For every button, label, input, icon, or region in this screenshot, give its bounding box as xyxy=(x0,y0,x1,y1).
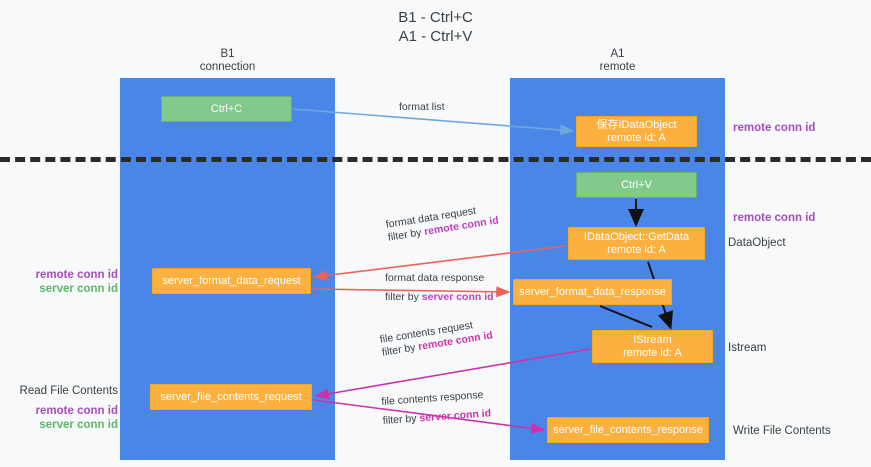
filter-prefix: filter by xyxy=(382,412,420,427)
phase-divider xyxy=(0,157,871,162)
note-read-file-contents: Read File Contents xyxy=(19,385,118,397)
note-read-file-contents-group: Read File Contents remote conn id server… xyxy=(10,384,118,432)
node-save-dataobject-subtext: remote id: A xyxy=(607,131,666,144)
note-remote-conn-id-mid: remote conn id xyxy=(733,212,816,224)
node-file-request-label: server_file_contents_request xyxy=(160,390,302,403)
node-fmt-request-label: server_format_data_request xyxy=(162,274,301,287)
node-ctrl-v[interactable]: Ctrl+V xyxy=(576,172,697,198)
node-ctrl-c[interactable]: Ctrl+C xyxy=(161,96,292,122)
filter-key-server-conn-id: server conn id xyxy=(421,291,494,303)
node-save-dataobject-label: 保存IDataObject xyxy=(596,118,677,131)
node-ctrl-c-label: Ctrl+C xyxy=(210,102,243,115)
node-server-file-contents-request[interactable]: server_file_contents_request xyxy=(150,384,312,410)
edge-label-file-contents-response-line1: file contents response xyxy=(381,388,484,408)
node-istream-label: IStream xyxy=(633,333,672,346)
note-istream: Istream xyxy=(728,342,767,354)
note-conn-ids-left: remote conn id server conn id xyxy=(22,268,118,296)
node-save-dataobject[interactable]: 保存IDataObject remote id: A xyxy=(576,116,697,147)
edge-label-format-data-response-line2: filter by server conn id xyxy=(385,291,494,304)
node-fmt-response-label: server_format_data_response xyxy=(519,285,666,298)
note-remote-conn-id-left: remote conn id xyxy=(35,269,118,281)
node-ctrl-v-label: Ctrl+V xyxy=(621,178,652,191)
edge-label-file-contents-response-line2: filter by server conn id xyxy=(382,407,491,428)
node-server-format-data-request[interactable]: server_format_data_request xyxy=(152,268,311,294)
filter-prefix: filter by xyxy=(385,291,422,303)
node-server-format-data-response[interactable]: server_format_data_response xyxy=(513,279,672,305)
edge-label-format-data-response-line1: format data response xyxy=(385,272,485,284)
node-server-file-contents-response[interactable]: server_file_contents_response xyxy=(547,417,709,443)
filter-key-server-conn-id: server conn id xyxy=(419,407,492,425)
note-remote-conn-id-left-2: remote conn id xyxy=(35,405,118,417)
node-file-response-label: server_file_contents_response xyxy=(553,423,703,436)
note-server-conn-id-left-2: server conn id xyxy=(39,419,118,431)
lane-header-b1: B1 connection xyxy=(199,48,256,73)
note-dataobject: DataObject xyxy=(728,237,786,249)
node-idataobject-getdata[interactable]: IDataObject::GetData remote id: A xyxy=(568,227,705,260)
edge-label-format-data-response: format data response filter by server co… xyxy=(385,272,494,304)
edge-label-format-list: format list xyxy=(399,101,445,113)
node-istream-subtext: remote id: A xyxy=(623,346,682,359)
edge-label-format-data-request: format data request filter by remote con… xyxy=(385,201,500,244)
node-istream[interactable]: IStream remote id: A xyxy=(592,330,713,363)
note-write-file-contents: Write File Contents xyxy=(733,425,831,437)
lane-header-a1: A1 remote xyxy=(599,48,636,73)
edge-label-file-contents-request: file contents request filter by remote c… xyxy=(379,316,494,359)
node-getdata-label: IDataObject::GetData xyxy=(583,230,690,243)
note-remote-conn-id-top: remote conn id xyxy=(733,122,816,134)
note-server-conn-id-left: server conn id xyxy=(39,283,118,295)
node-getdata-subtext: remote id: A xyxy=(607,243,666,256)
page-title: B1 - Ctrl+C A1 - Ctrl+V xyxy=(398,9,473,45)
edge-label-file-contents-response: file contents response filter by server … xyxy=(381,388,492,427)
